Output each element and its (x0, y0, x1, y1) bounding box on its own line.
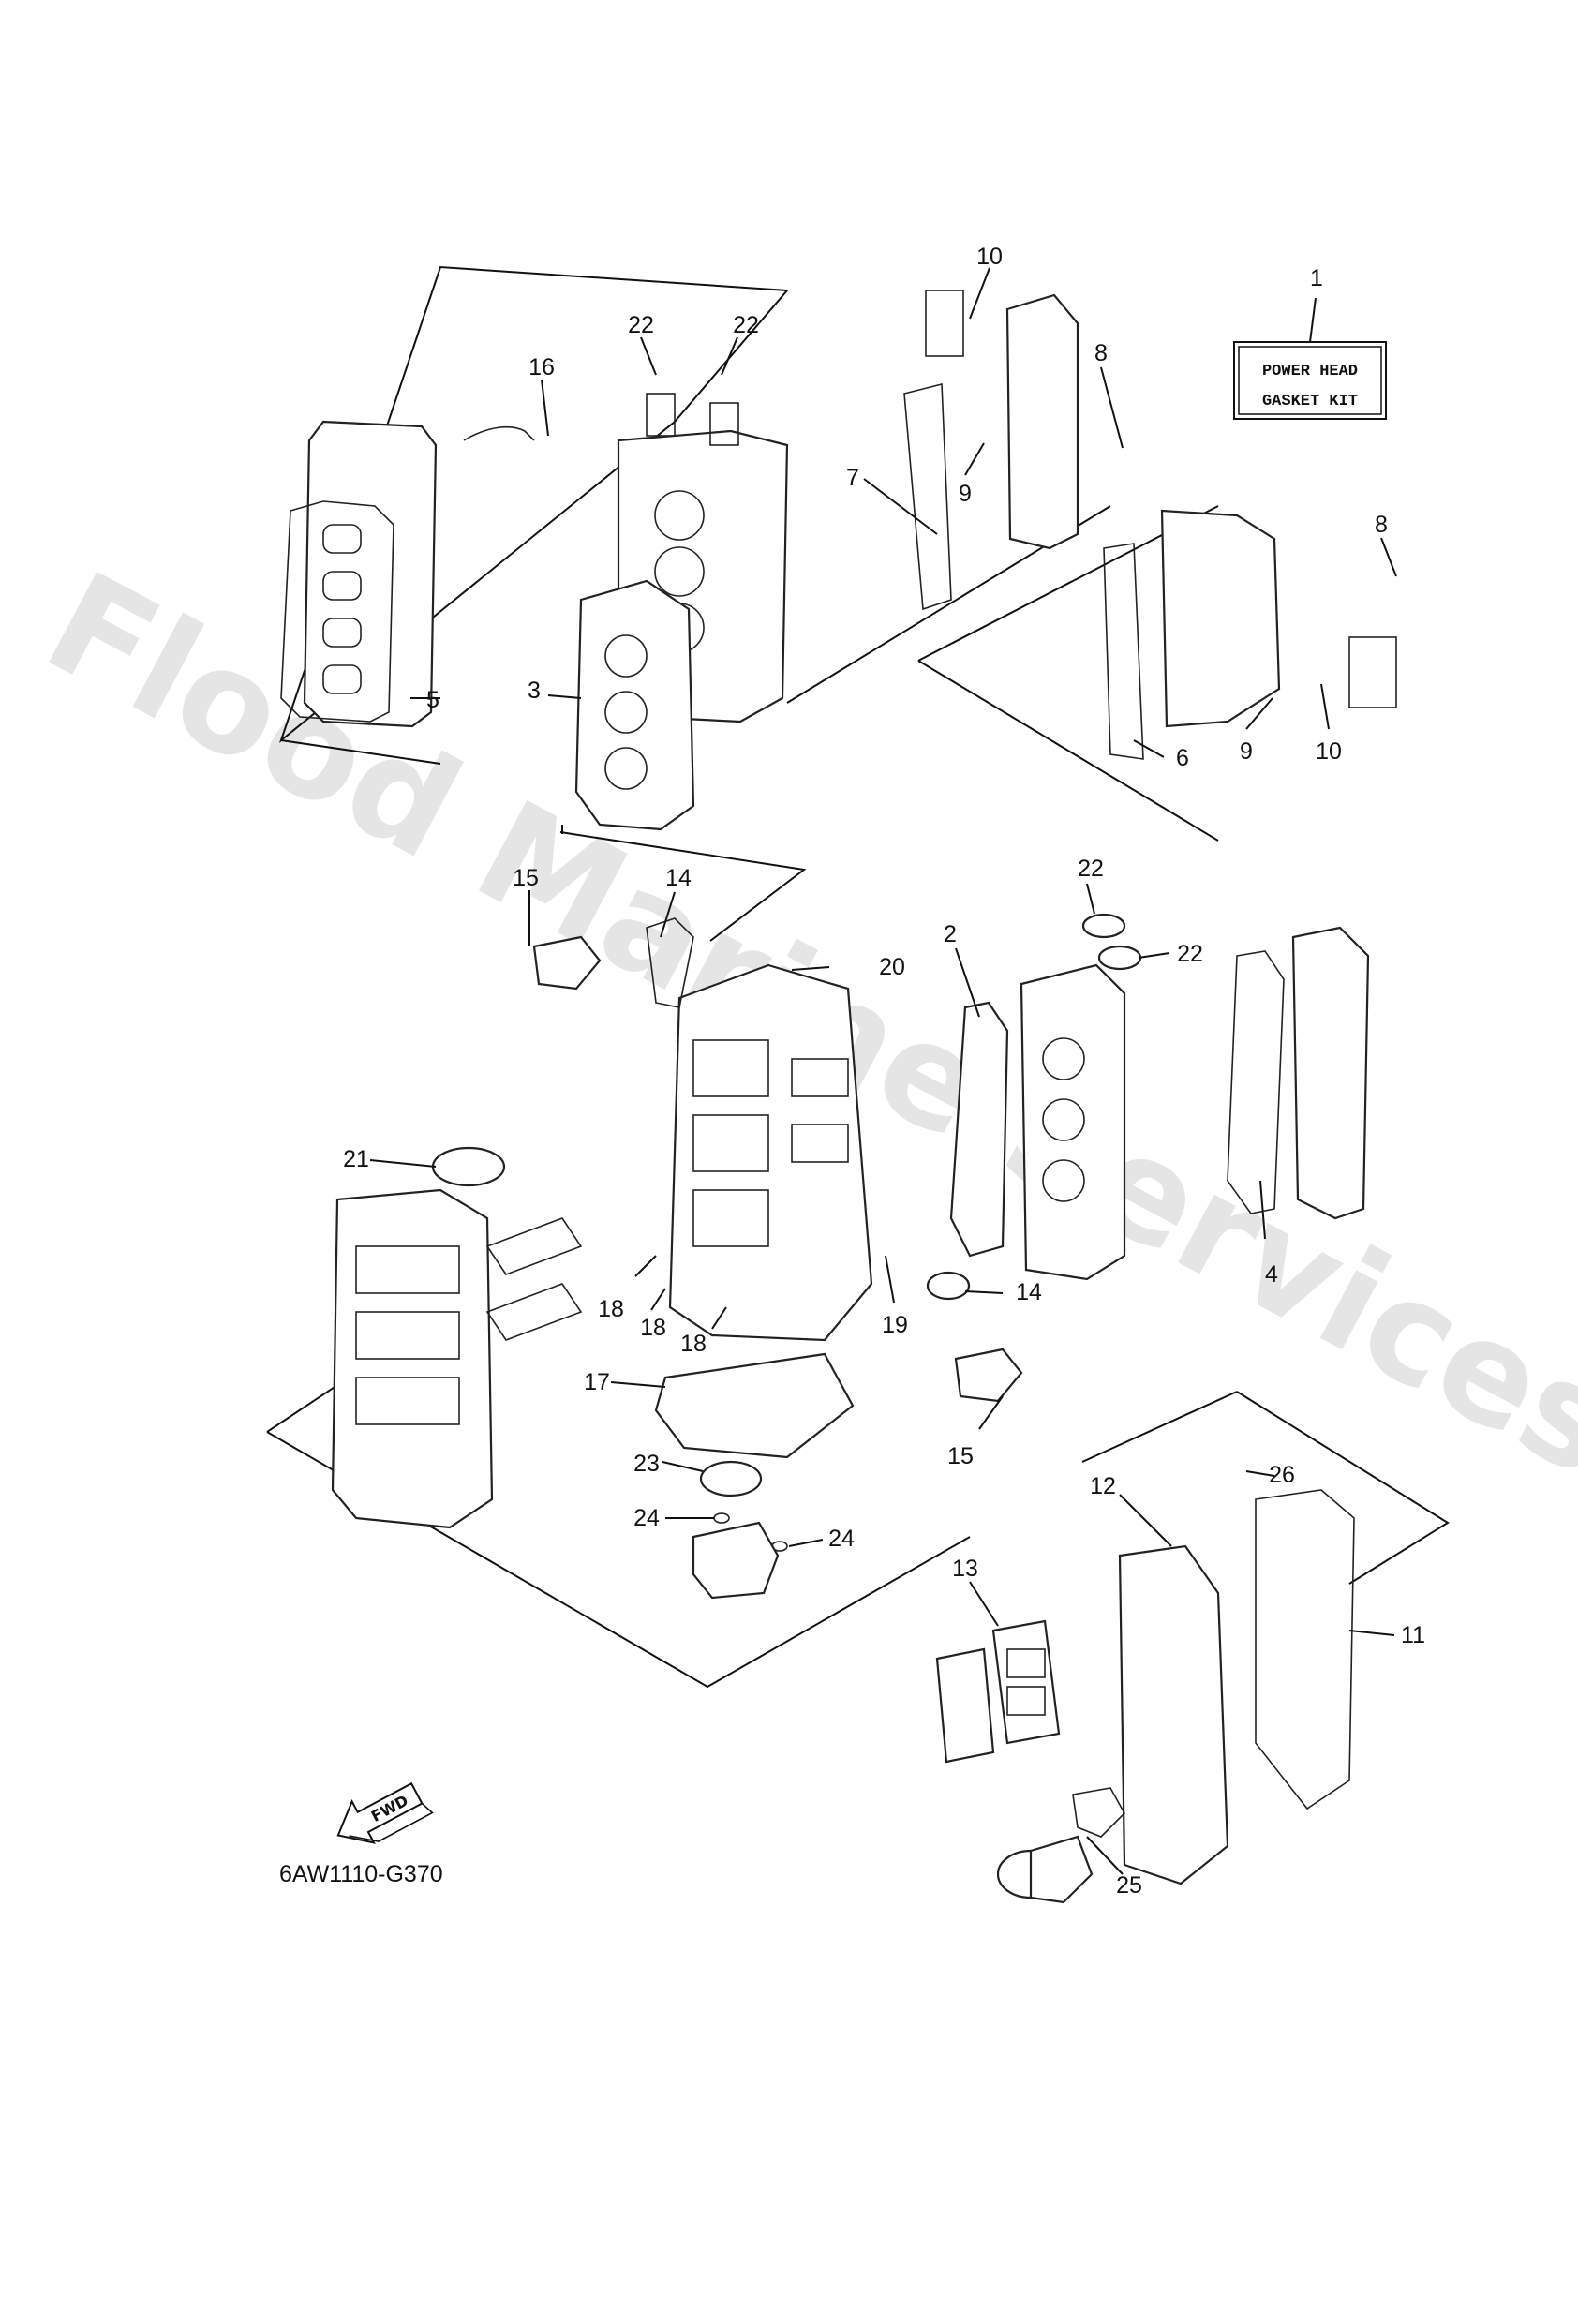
crankcase-assembly (331, 1146, 583, 1529)
callout-13: 13 (952, 1556, 978, 1582)
fwd-arrow: FWD (336, 1781, 434, 1844)
callout-10-right: 10 (1316, 738, 1342, 765)
callout-22-lower-right: 22 (1177, 941, 1203, 967)
callout-22-upper-left: 22 (628, 312, 654, 338)
callout-23: 23 (633, 1451, 660, 1477)
callout-9-upper: 9 (959, 481, 972, 507)
kit-box-line2: GASKET KIT (1262, 393, 1358, 410)
callout-2: 2 (944, 921, 957, 947)
callout-21: 21 (343, 1146, 369, 1172)
callout-7: 7 (846, 465, 859, 491)
callout-10-upper: 10 (976, 244, 1003, 270)
callout-11: 11 (1401, 1622, 1425, 1648)
gasket-kit-box: POWER HEAD GASKET KIT (1233, 297, 1387, 420)
callout-18-right: 18 (680, 1331, 707, 1357)
starter-motor (996, 1787, 1125, 1904)
callout-3: 3 (528, 678, 541, 704)
callout-4: 4 (1265, 1261, 1278, 1288)
diagram-code: 6AW1110-G370 (279, 1861, 443, 1887)
callout-25: 25 (1116, 1872, 1142, 1899)
cylinder-head-lower (949, 913, 1142, 1281)
callout-9-right: 9 (1240, 738, 1253, 765)
callout-24-left: 24 (633, 1505, 660, 1531)
callout-20: 20 (879, 954, 905, 980)
exhaust-cover-upper (903, 290, 1079, 611)
callout-19: 19 (882, 1312, 908, 1338)
callout-8-right: 8 (1375, 512, 1388, 538)
exhaust-plates (935, 1489, 1355, 1885)
callout-14-lower: 14 (1016, 1279, 1042, 1305)
rocker-cover-left (280, 420, 438, 728)
callout-15-upper: 15 (513, 865, 539, 891)
callout-12: 12 (1090, 1473, 1116, 1499)
callout-22-upper-right: 22 (733, 312, 759, 338)
hose (463, 425, 535, 441)
callout-16: 16 (528, 354, 555, 380)
callout-numbers: 1 2 3 4 5 6 7 8 8 9 9 10 10 11 12 13 14 … (343, 244, 1425, 1899)
callout-5: 5 (426, 687, 439, 713)
kit-box-line1: POWER HEAD (1262, 363, 1358, 380)
callout-18-left: 18 (598, 1296, 624, 1322)
callout-15-lower: 15 (947, 1443, 974, 1469)
cylinder-block (668, 963, 873, 1342)
callout-26: 26 (1269, 1462, 1295, 1488)
callout-24-right: 24 (828, 1526, 855, 1552)
exhaust-cover-lower (1103, 509, 1397, 760)
leader-lines (369, 267, 1397, 1875)
callout-8-upper: 8 (1094, 340, 1108, 366)
part-drawings (280, 290, 1397, 1904)
lower-gaskets (654, 1352, 855, 1600)
callout-14-upper: 14 (665, 865, 692, 891)
callout-17: 17 (584, 1369, 610, 1395)
head-gasket-upper (574, 579, 695, 831)
callout-18-middle: 18 (640, 1315, 666, 1341)
rocker-cover-right (1227, 926, 1370, 1220)
callout-22-lower-top: 22 (1078, 856, 1104, 882)
callout-1: 1 (1310, 265, 1323, 291)
thermostat-housings (532, 917, 1023, 1403)
callout-6: 6 (1176, 745, 1189, 771)
